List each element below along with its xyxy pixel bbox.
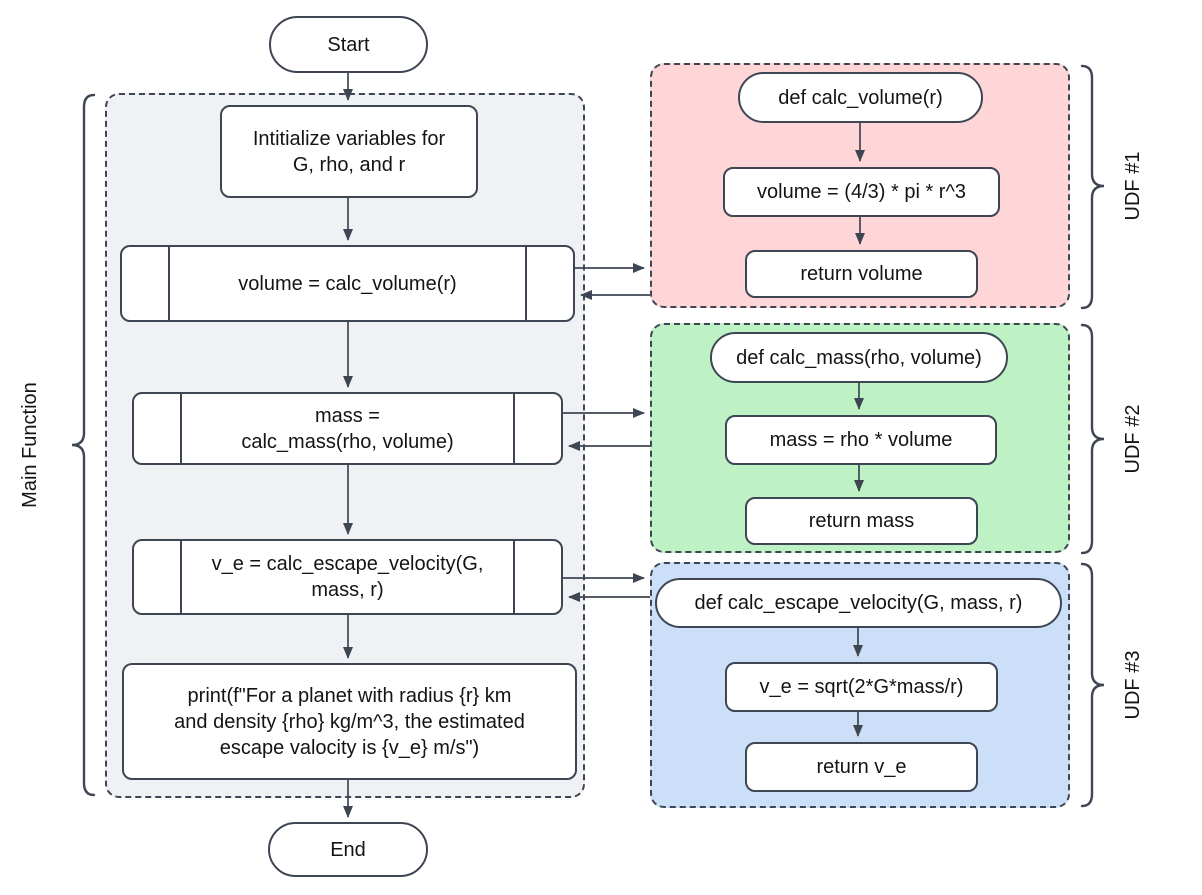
- udf2-label-text: UDF #2: [1121, 404, 1144, 474]
- udf2-return-text: return mass: [808, 510, 915, 532]
- udf2-brace: [1080, 323, 1105, 555]
- start-label: Start: [327, 33, 370, 56]
- mass-call-box: mass = calc_mass(rho, volume): [132, 392, 563, 465]
- subroutine-bar: [513, 541, 515, 613]
- udf3-body-text: v_e = sqrt(2*G*mass/r): [759, 676, 964, 698]
- print-box: print(f"For a planet with radius {r} km …: [122, 663, 577, 780]
- udf3-def-node: def calc_escape_velocity(G, mass, r): [655, 578, 1062, 628]
- escape-velocity-call-box: v_e = calc_escape_velocity(G, mass, r): [132, 539, 563, 615]
- udf3-label-text: UDF #3: [1121, 650, 1144, 720]
- volume-call-text: volume = calc_volume(r): [238, 272, 457, 295]
- udf1-def-text: def calc_volume(r): [778, 86, 943, 109]
- init-variables-text: Intitialize variables for G, rho, and r: [252, 127, 446, 176]
- udf2-label: UDF #2: [1121, 389, 1145, 489]
- udf2-def-text: def calc_mass(rho, volume): [736, 346, 982, 369]
- subroutine-bar: [180, 541, 182, 613]
- udf1-brace: [1080, 64, 1105, 310]
- main-function-label: Main Function: [15, 345, 45, 545]
- main-function-brace: [71, 93, 96, 797]
- udf3-brace: [1080, 562, 1105, 808]
- mass-call-text: mass = calc_mass(rho, volume): [241, 404, 454, 453]
- main-function-label-text: Main Function: [18, 382, 41, 508]
- udf1-return-node: return volume: [745, 250, 978, 298]
- udf2-body-text: mass = rho * volume: [769, 429, 953, 451]
- udf1-body-node: volume = (4/3) * pi * r^3: [723, 167, 1000, 217]
- volume-call-box: volume = calc_volume(r): [120, 245, 575, 322]
- udf3-def-text: def calc_escape_velocity(G, mass, r): [694, 592, 1023, 614]
- udf3-label: UDF #3: [1121, 635, 1145, 735]
- udf3-body-node: v_e = sqrt(2*G*mass/r): [725, 662, 998, 712]
- subroutine-bar: [525, 247, 527, 320]
- subroutine-bar: [168, 247, 170, 320]
- escape-velocity-call-text: v_e = calc_escape_velocity(G, mass, r): [211, 553, 484, 601]
- udf3-return-node: return v_e: [745, 742, 978, 792]
- udf1-return-text: return volume: [800, 263, 923, 285]
- udf2-body-node: mass = rho * volume: [725, 415, 997, 465]
- end-node: End: [268, 822, 428, 877]
- end-label: End: [330, 838, 366, 861]
- subroutine-bar: [513, 394, 515, 463]
- udf1-label-text: UDF #1: [1121, 151, 1144, 221]
- init-variables-box: Intitialize variables for G, rho, and r: [220, 105, 478, 198]
- subroutine-bar: [180, 394, 182, 463]
- print-text: print(f"For a planet with radius {r} km …: [174, 684, 525, 759]
- udf1-def-node: def calc_volume(r): [738, 72, 983, 123]
- udf1-label: UDF #1: [1121, 136, 1145, 236]
- start-node: Start: [269, 16, 428, 73]
- udf2-return-node: return mass: [745, 497, 978, 545]
- udf3-return-text: return v_e: [816, 756, 907, 778]
- udf1-body-text: volume = (4/3) * pi * r^3: [757, 181, 966, 203]
- udf2-def-node: def calc_mass(rho, volume): [710, 332, 1008, 383]
